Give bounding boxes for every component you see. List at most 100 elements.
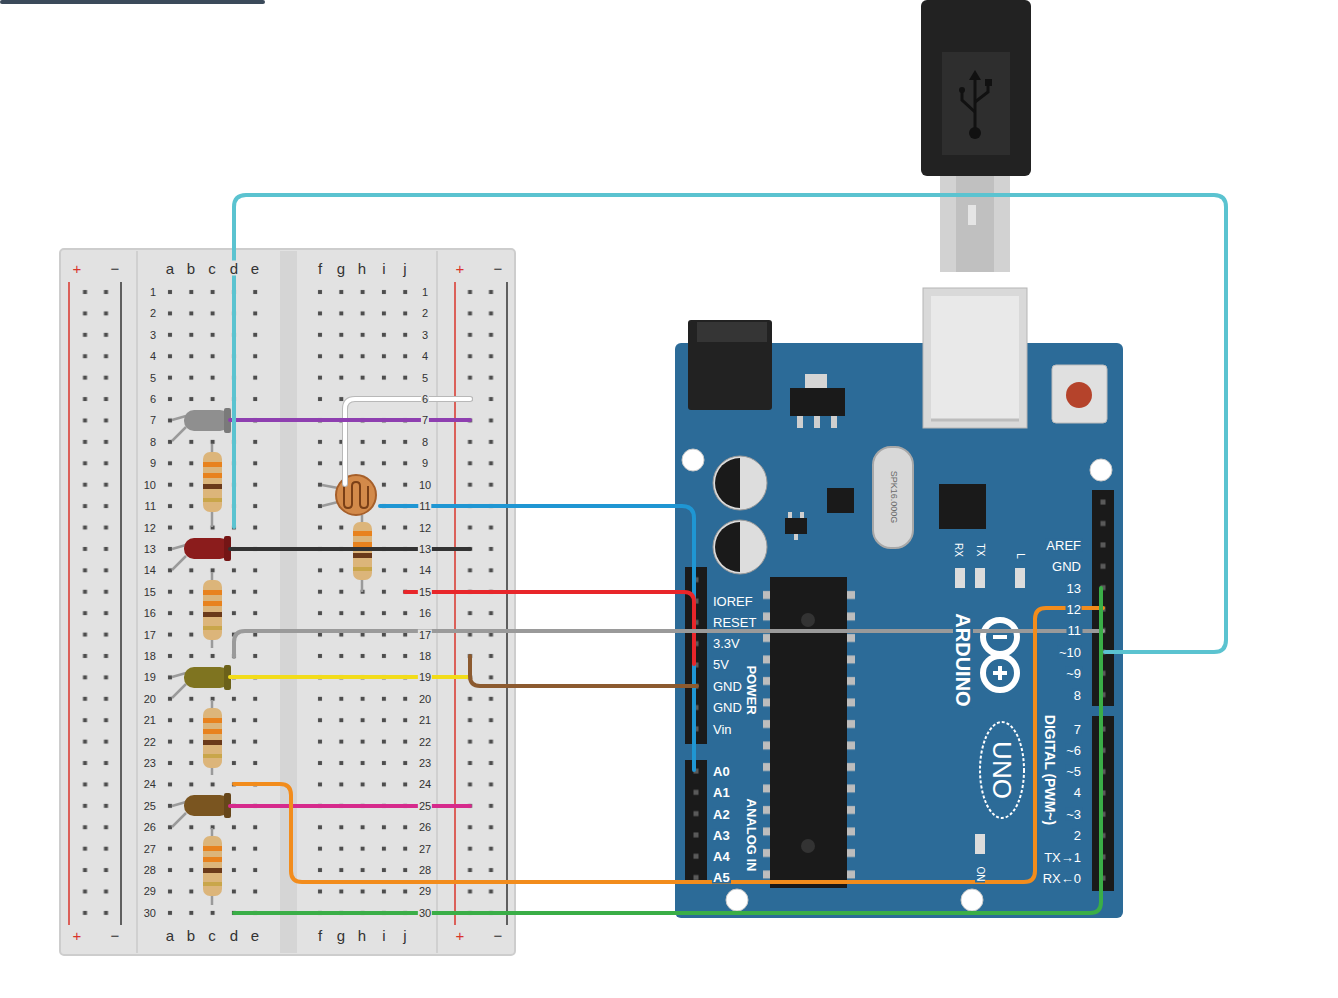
usb-cable	[962, 78, 988, 128]
resistor	[203, 452, 222, 512]
row-number: 3	[149, 329, 157, 340]
board-model: UNO	[989, 740, 1015, 800]
row-number: 11	[144, 501, 157, 512]
pin-label: ~5	[1065, 765, 1082, 778]
breadboard	[60, 249, 515, 955]
led-legs	[172, 556, 186, 570]
led-legs	[172, 427, 186, 441]
row-number: 7	[421, 415, 429, 426]
row-number: 25	[143, 800, 157, 811]
pin-label: GND	[712, 680, 743, 693]
rail-sign: −	[110, 928, 121, 943]
reset-button	[1052, 365, 1107, 423]
pin-label: 7	[1073, 723, 1082, 736]
row-number: 1	[149, 287, 157, 298]
resistor	[203, 836, 222, 896]
photoresistor	[344, 482, 368, 508]
row-number: 15	[143, 586, 157, 597]
resistor	[203, 580, 222, 640]
arduino-logo	[983, 620, 1017, 654]
voltage-regulator	[814, 416, 820, 428]
column-letter: b	[186, 928, 196, 943]
pin-label: 13	[1066, 582, 1082, 595]
wire	[345, 399, 470, 484]
breadboard	[159, 281, 266, 923]
breadboard	[60, 249, 515, 955]
arduino-board	[1090, 459, 1112, 481]
capacitor	[715, 522, 740, 572]
resistor	[203, 740, 222, 745]
microcontroller-chip	[801, 613, 815, 627]
pin-label: 11	[1067, 624, 1083, 637]
led	[184, 667, 230, 688]
breadboard	[436, 251, 438, 953]
row-number: 24	[143, 779, 157, 790]
header-title: ANALOG IN	[745, 798, 758, 873]
row-number: 27	[143, 843, 157, 854]
small-chip	[800, 512, 804, 518]
wire	[230, 804, 470, 808]
wire	[230, 547, 470, 551]
capacitor	[715, 458, 740, 508]
arduino-board	[961, 889, 983, 911]
pin-label: IOREF	[712, 595, 754, 608]
row-number: 29	[418, 886, 432, 897]
rail-sign: +	[455, 928, 466, 943]
row-number: 16	[143, 608, 157, 619]
led-legs	[172, 813, 186, 827]
usb-port	[923, 288, 1027, 428]
usb-cable	[968, 205, 976, 225]
led-label: TX	[975, 543, 985, 558]
microcontroller-chip	[801, 839, 815, 853]
resistor	[203, 857, 222, 862]
resistor	[353, 567, 372, 571]
rail-sign: −	[493, 928, 504, 943]
usb-cable	[942, 52, 1010, 155]
row-number: 16	[418, 608, 432, 619]
breadboard	[120, 282, 122, 925]
column-letter: h	[357, 928, 367, 943]
voltage-regulator	[805, 374, 827, 390]
usb-cable	[956, 175, 994, 272]
status-led	[955, 568, 965, 588]
status-led	[955, 568, 1025, 854]
row-number: 30	[143, 907, 157, 918]
pin-label: A5	[712, 871, 731, 884]
row-number: 18	[143, 650, 157, 661]
column-letter: d	[229, 261, 239, 276]
rail-sign: +	[72, 928, 83, 943]
row-number: 8	[421, 436, 429, 447]
led	[184, 408, 231, 818]
row-number: 20	[418, 693, 432, 704]
row-number: 17	[143, 629, 157, 640]
row-number: 27	[418, 843, 432, 854]
barrel-jack	[688, 320, 772, 410]
resistor	[353, 531, 372, 536]
led-legs	[172, 684, 186, 698]
led-legs	[172, 802, 186, 806]
crystal	[873, 447, 913, 548]
row-number: 5	[149, 372, 157, 383]
led-legs	[172, 416, 186, 827]
usb-cable	[921, 0, 1031, 272]
row-number: 22	[418, 736, 432, 747]
row-number: 3	[421, 329, 429, 340]
pin-label: Vin	[712, 723, 733, 736]
status-led	[975, 834, 985, 854]
led-legs	[172, 673, 186, 677]
row-number: 2	[149, 308, 157, 319]
wire	[345, 399, 470, 484]
wire	[230, 675, 470, 679]
breadboard	[506, 282, 508, 925]
breadboard	[309, 281, 416, 923]
led	[184, 410, 230, 431]
pin-label: A2	[712, 808, 731, 821]
row-number: 6	[421, 394, 429, 405]
usb-port	[931, 419, 1019, 422]
pin-label: A4	[712, 850, 731, 863]
row-number: 23	[418, 758, 432, 769]
pin-label: 12	[1066, 603, 1082, 616]
board-brand: ARDUINO	[953, 612, 973, 707]
usb-cable	[940, 175, 1010, 272]
